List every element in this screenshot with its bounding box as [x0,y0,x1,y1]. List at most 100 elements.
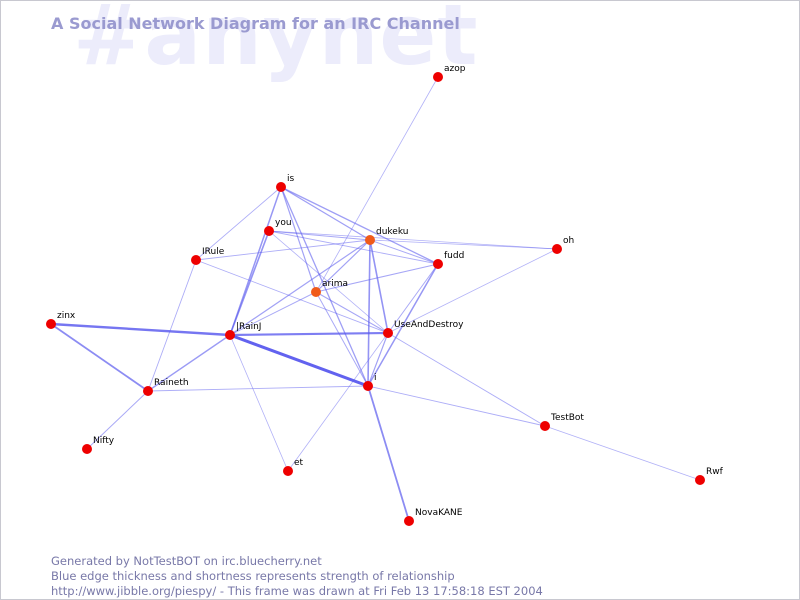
edge-rain-is [229,186,282,336]
node-useanddestroy: UseAndDestroy [383,320,464,338]
edge-rain-useanddestroy [228,331,390,337]
edge-dukeku-fudd [369,239,439,265]
node-dot [283,466,293,476]
node-irule: IRule [191,247,225,265]
footer-info: Generated by NotTestBOT on irc.bluecherr… [51,554,543,599]
node-testbot: TestBot [540,413,584,431]
edge-arima-fudd [315,263,439,293]
node-label: NovaKANE [415,508,463,518]
node-label: zinx [57,311,76,321]
edge-useanddestroy-i [367,332,389,387]
node-label: arima [322,279,348,289]
node-dot [82,444,92,454]
node-dot [276,182,286,192]
node-dot [383,328,393,338]
edge-raineth-nifty [86,390,149,450]
node-dot [225,330,235,340]
node-rwf: Rwf [695,467,724,485]
footer-legend-note: Blue edge thickness and shortness repres… [51,569,455,583]
edge-rain-i [228,333,370,388]
node-label: dukeku [376,227,408,237]
page-title: A Social Network Diagram for an IRC Chan… [51,14,460,33]
node-dot [143,386,153,396]
node-dot [552,244,562,254]
edge-dukeku-rain [229,239,371,336]
channel-watermark: #anynet [73,0,479,84]
node-dot [433,259,443,269]
edge-is-arima [280,186,317,293]
edge-dukeku-arima [315,239,371,293]
node-novakane: NovaKANE [404,508,463,526]
edge-et-useanddestroy [287,332,389,472]
node-dot [695,475,705,485]
footer-generated-by: Generated by NotTestBOT on irc.bluecherr… [51,554,322,568]
node-label: is [287,174,295,184]
node-dot [365,235,375,245]
edge-testbot-rwf [544,425,701,481]
node-label: fudd [444,251,464,261]
node-label: oh [563,236,574,246]
node-label: UseAndDestroy [394,320,464,330]
node-raineth: Raineth [143,378,189,396]
edge-irule-useanddestroy [195,259,389,334]
node-azop: azop [433,64,466,82]
node-rain: |RainJ [225,322,261,340]
edge-you-fudd [268,230,439,265]
edge-you-dukeku [268,230,371,241]
edge-is-fudd [280,186,439,265]
edge-dukeku-i [367,239,371,387]
edge-rain-et [229,334,289,472]
edge-irule-dukeku [195,239,371,261]
edge-arima-useanddestroy [315,291,389,334]
edge-i-testbot [367,385,546,427]
edge-rain-raineth [147,334,231,392]
edge-irule-raineth [147,259,197,392]
edge-zinx-rain [49,322,232,337]
node-arima: arima [311,279,348,297]
node-dot [264,226,274,236]
edge-useanddestroy-testbot [387,332,546,427]
node-label: IRule [202,247,225,257]
edge-azop-arima [315,76,439,293]
edge-arima-i [315,291,369,387]
node-label: you [275,218,292,228]
node-zinx: zinx [46,311,76,329]
node-label: TestBot [550,413,584,423]
edge-irule-is [195,186,282,261]
edge-fudd-i [367,263,439,387]
node-label: et [294,458,304,468]
node-nifty: Nifty [82,436,115,454]
node-label: azop [444,64,466,74]
node-label: |RainJ [236,322,261,332]
node-dot [191,255,201,265]
edge-you-useanddestroy [268,230,389,334]
node-dot [311,287,321,297]
node-dot [404,516,414,526]
node-dot [433,72,443,82]
edge-is-i [280,186,369,387]
edge-dukeku-oh [369,239,558,250]
node-label: i [374,373,377,383]
edge-useanddestroy-oh [387,248,558,334]
node-dot [363,381,373,391]
edge-fudd-useanddestroy [387,263,439,334]
edge-arima-rain [229,291,317,336]
node-dot [46,319,56,329]
node-label: Nifty [93,436,115,446]
edge-you-oh [268,230,558,250]
node-fudd: fudd [433,251,464,269]
node-oh: oh [552,236,574,254]
node-et: et [283,458,304,476]
node-is: is [276,174,295,192]
node-label: Rwf [706,467,724,477]
node-you: you [264,218,292,236]
edge-raineth-i [147,385,369,392]
node-dukeku: dukeku [365,227,408,245]
node-label: Raineth [154,378,189,388]
node-i: i [363,373,377,391]
edge-layer [49,76,701,522]
footer-frame-info: http://www.jibble.org/piespy/ - This fra… [51,584,543,598]
